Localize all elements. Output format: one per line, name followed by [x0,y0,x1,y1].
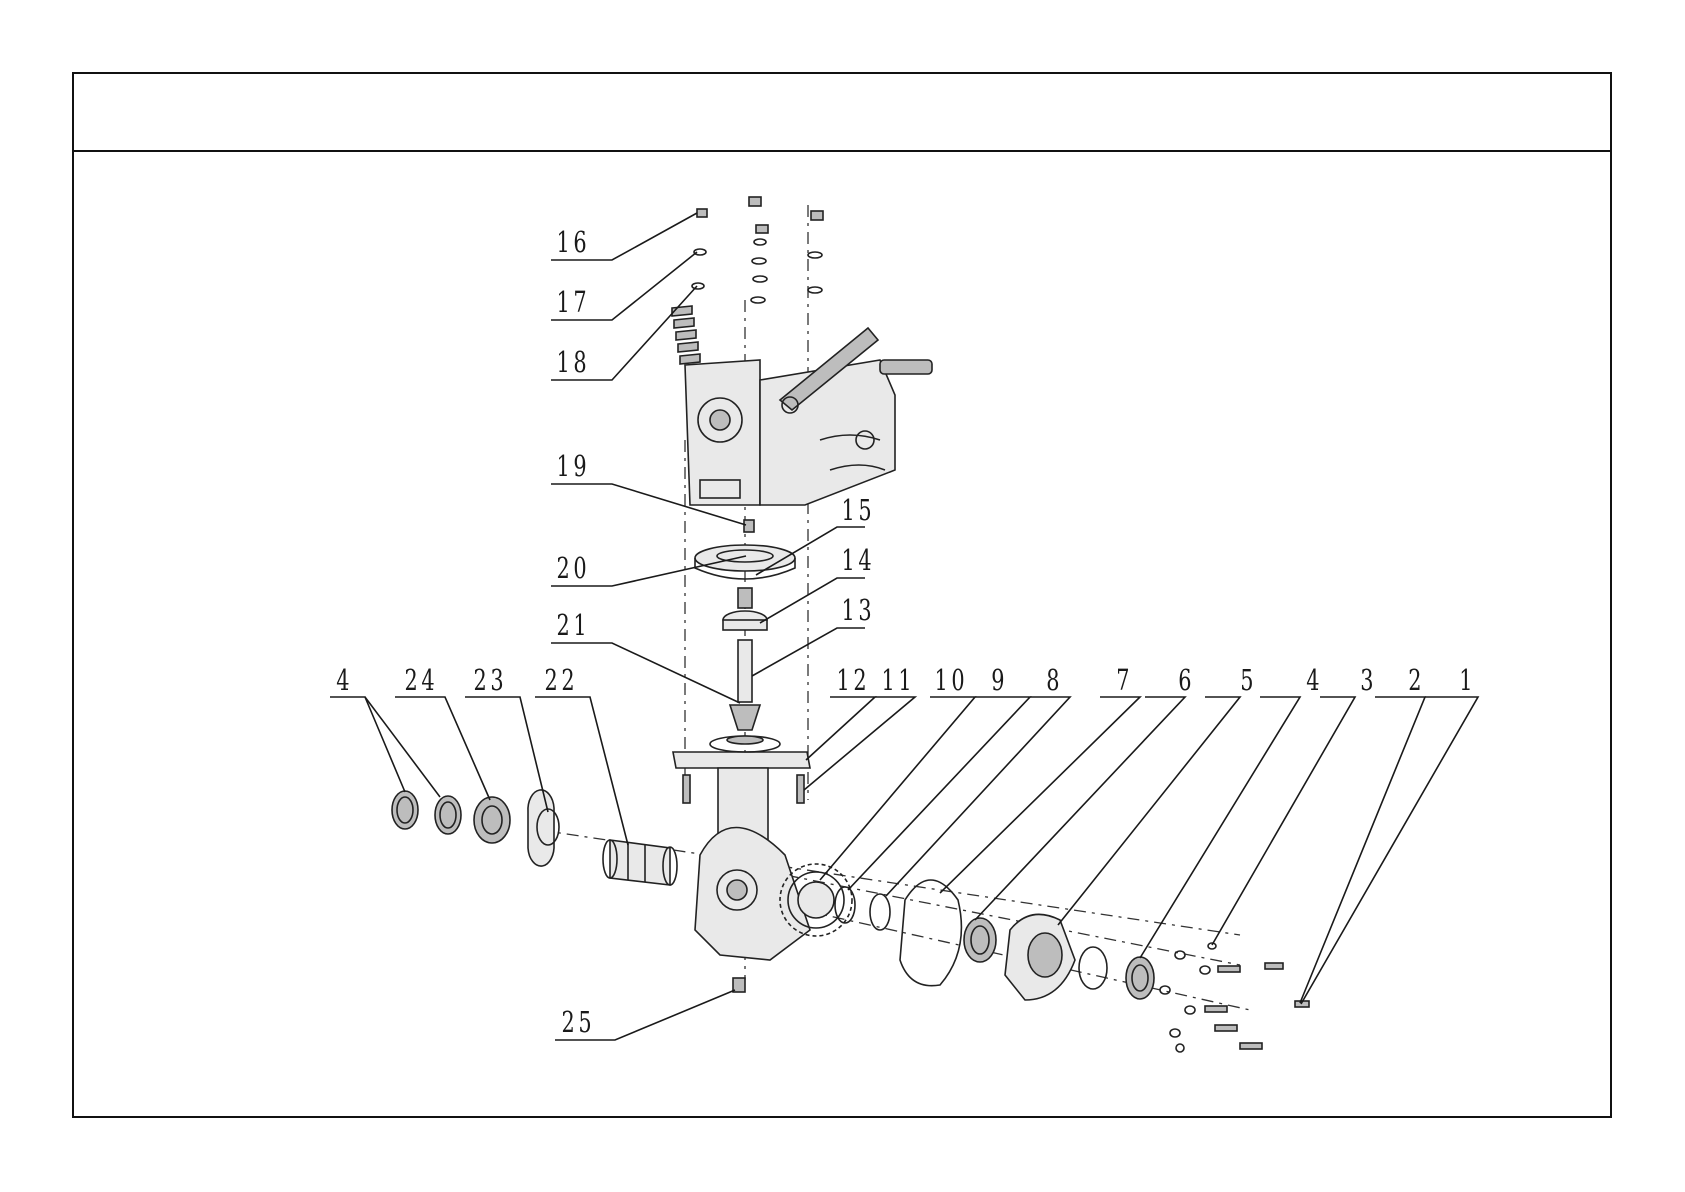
right-axle-parts [780,864,1154,1000]
key-19 [744,520,754,532]
engine-gearbox-assembly [685,328,932,505]
header-box [74,74,1610,150]
callout-4-left: 4 [336,664,353,697]
callout-labels: 16 17 18 19 20 21 15 14 13 4 24 23 22 12… [336,226,1476,1039]
callout-4-right: 4 [1306,664,1323,697]
spring [672,306,700,364]
callout-17: 17 [557,286,591,319]
bevel-gear-21 [730,705,760,730]
axis-lines [540,205,1250,1010]
callout-13: 13 [842,594,876,627]
callout-14: 14 [842,544,876,577]
right-fasteners [1160,943,1309,1052]
callout-7: 7 [1116,664,1133,697]
callout-12: 12 [837,664,871,697]
callout-15: 15 [842,494,876,527]
callout-9: 9 [991,664,1008,697]
callout-21: 21 [557,609,591,642]
shaft-13 [738,640,752,702]
left-bearing-stack [392,790,559,866]
callout-22: 22 [545,664,579,697]
callout-3: 3 [1360,664,1377,697]
callout-2: 2 [1408,664,1425,697]
callout-19: 19 [557,450,591,483]
callout-11: 11 [882,664,916,697]
callout-23: 23 [474,664,508,697]
lower-casing [695,768,810,960]
callout-18: 18 [557,346,591,379]
callout-8: 8 [1046,664,1063,697]
callout-1: 1 [1459,664,1476,697]
top-fasteners [692,197,823,303]
callout-25: 25 [562,1006,596,1039]
housing-flange-12 [673,736,810,768]
splined-sleeve-22 [603,840,677,885]
callout-24: 24 [405,664,439,697]
callout-16: 16 [557,226,591,259]
callout-6: 6 [1178,664,1195,697]
callout-5: 5 [1240,664,1257,697]
callout-20: 20 [557,552,591,585]
callout-10: 10 [935,664,969,697]
